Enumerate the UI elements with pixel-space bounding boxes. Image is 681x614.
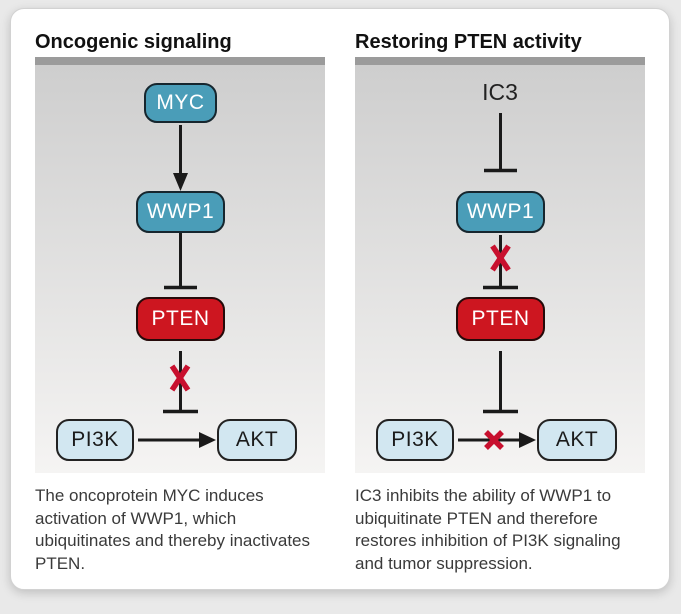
node-akt: AKT — [537, 419, 617, 461]
activation-arrow-myc-wwp1 — [173, 125, 188, 191]
node-pi3k: PI3K — [56, 419, 134, 461]
node-myc: MYC — [144, 83, 217, 123]
node-pten: PTEN — [456, 297, 545, 341]
panel-oncogenic-signaling: Oncogenic signaling — [35, 27, 325, 589]
header-bar — [35, 57, 325, 65]
connectors-right — [458, 113, 536, 450]
node-pten-label: PTEN — [151, 307, 210, 330]
inhibition-tbar-ic3-wwp1 — [484, 113, 517, 173]
node-pi3k-label: PI3K — [391, 428, 439, 451]
caption-restoring: IC3 inhibits the ability of WWP1 to ubiq… — [355, 486, 621, 573]
inhibition-tbar-pten-pi3k — [483, 351, 518, 414]
connectors-left — [138, 125, 216, 448]
node-pi3k-label: PI3K — [71, 428, 119, 451]
node-akt-label: AKT — [555, 428, 599, 451]
activation-arrow-pi3k-akt — [138, 432, 216, 448]
red-x-icon — [490, 244, 511, 272]
red-x-icon — [484, 430, 504, 450]
panel-restoring-pten: Restoring PTEN activity — [355, 27, 645, 589]
node-akt: AKT — [217, 419, 297, 461]
header-bar — [355, 57, 645, 65]
label-ic3: IC3 — [482, 79, 518, 105]
panel-title: Oncogenic signaling — [35, 31, 232, 53]
figure-card: Oncogenic signaling — [10, 8, 670, 590]
blocked-inhibition-wwp1-pten — [483, 235, 518, 290]
node-wwp1: WWP1 — [136, 191, 225, 233]
pathway-diagram-oncogenic: MYC WWP1 PTEN PI3K AKT — [35, 65, 325, 473]
panel-title: Restoring PTEN activity — [355, 31, 582, 53]
pathway-diagram-restoring: IC3 WWP1 PTEN PI3K AKT — [355, 65, 645, 473]
node-wwp1: WWP1 — [456, 191, 545, 233]
red-x-icon — [169, 364, 191, 392]
node-akt-label: AKT — [235, 428, 279, 451]
node-pten: PTEN — [136, 297, 225, 341]
blocked-inhibition-pten-pi3k — [163, 351, 198, 414]
inhibition-tbar-wwp1-pten — [164, 233, 197, 290]
node-wwp1-label: WWP1 — [466, 200, 535, 223]
node-wwp1-label: WWP1 — [146, 200, 215, 223]
blocked-arrow-pi3k-akt — [458, 430, 536, 450]
node-myc-label: MYC — [156, 91, 205, 114]
node-pten-label: PTEN — [471, 307, 530, 330]
caption-oncogenic: The oncoprotein MYC induces activation o… — [35, 486, 311, 573]
node-pi3k: PI3K — [376, 419, 454, 461]
